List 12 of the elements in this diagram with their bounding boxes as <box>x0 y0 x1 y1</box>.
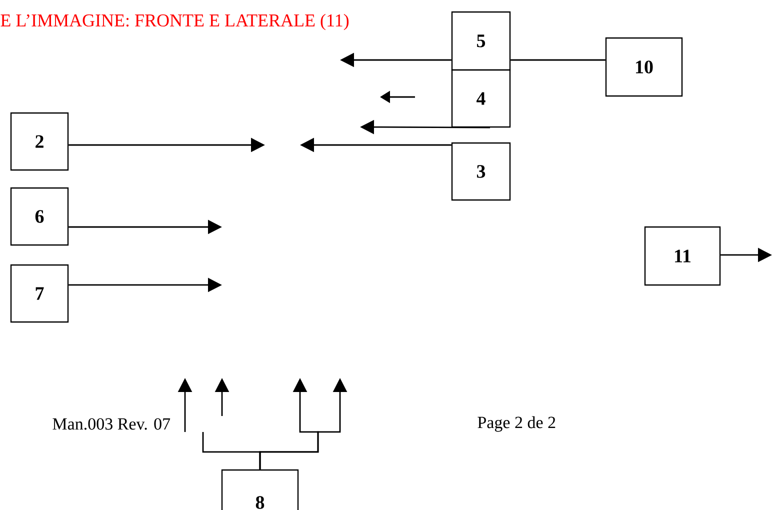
number-box: 10 <box>605 37 683 97</box>
number-box: 6 <box>10 187 69 246</box>
number-box: 4 <box>451 69 511 128</box>
number-box: 3 <box>451 142 511 201</box>
number-box: 7 <box>10 264 69 323</box>
number-box: 5 <box>451 11 511 71</box>
number-box: 2 <box>10 112 69 171</box>
number-box: 11 <box>644 226 721 286</box>
footer-text: Man.003 Rev. 07 <box>52 418 170 430</box>
number-box: 8 <box>221 469 299 510</box>
title: E L’IMMAGINE: FRONTE E LATERALE (11) <box>0 14 349 30</box>
footer-text: Page 2 de 2 <box>478 416 556 432</box>
